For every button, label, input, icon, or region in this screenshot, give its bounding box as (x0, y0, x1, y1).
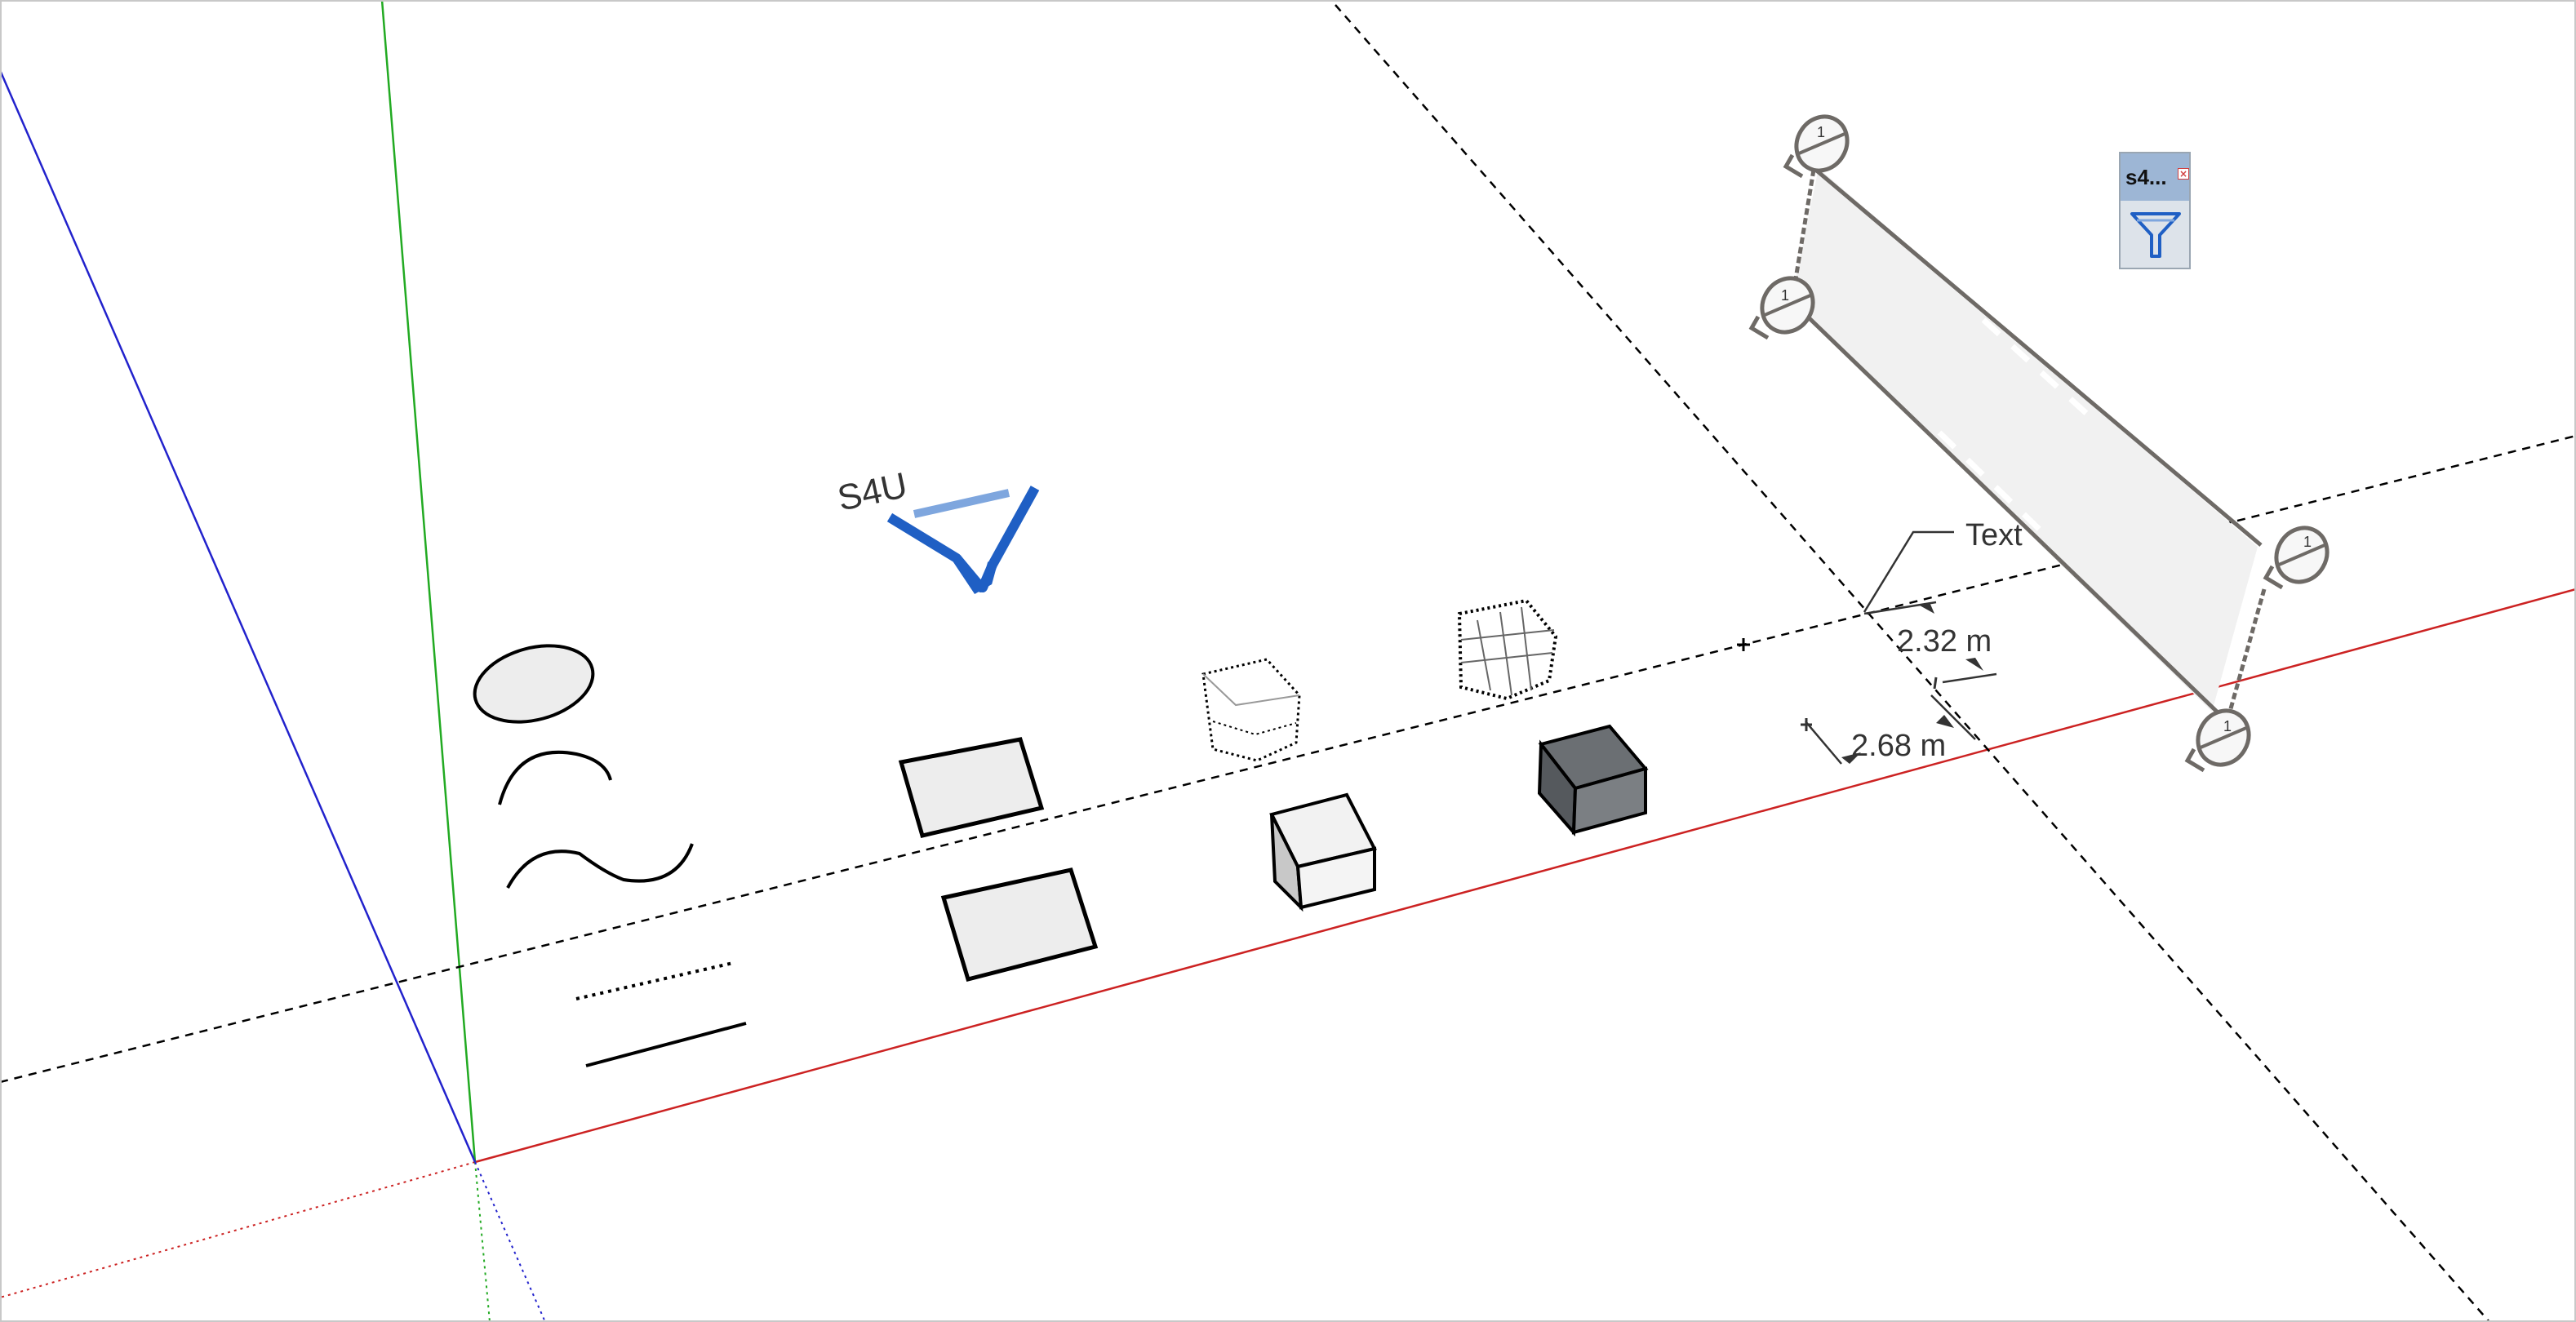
blue-axis-negative (474, 1161, 546, 1322)
hidden-box-1[interactable] (1201, 658, 1301, 762)
svg-text:1: 1 (2223, 718, 2232, 734)
ellipse-shape[interactable] (466, 633, 602, 734)
filter-button[interactable] (2127, 206, 2184, 264)
blue-axis (0, 69, 477, 1163)
section-marker-2[interactable]: 1 (1748, 269, 1823, 342)
rectangle-face-1[interactable] (898, 737, 1045, 838)
red-axis-negative (0, 1161, 476, 1298)
green-axis (380, 0, 477, 1163)
filter-icon (2130, 212, 2181, 258)
svg-text:1: 1 (1781, 287, 1789, 304)
toolbar-title-text: s4... (2125, 165, 2167, 189)
dimension-2-32m[interactable]: 2.32 m (1863, 601, 1997, 690)
s4u-floating-toolbar[interactable]: s4... × (2119, 152, 2191, 269)
red-axis (474, 588, 2576, 1164)
leader-text-label: Text (1965, 518, 2023, 552)
arc-shape[interactable] (498, 750, 612, 805)
guide-line-horizontal[interactable] (0, 434, 2576, 1084)
light-box[interactable] (1269, 792, 1377, 912)
green-axis-negative (474, 1161, 491, 1322)
freehand-curve[interactable] (506, 843, 694, 889)
section-plane[interactable] (1790, 166, 2267, 713)
hidden-box-2[interactable] (1457, 598, 1558, 701)
dotted-line-shape[interactable] (575, 961, 734, 1000)
s4u-logo-text: S4U (834, 465, 911, 519)
guide-line-diagonal[interactable] (1335, 4, 2490, 1322)
solid-line-shape[interactable] (585, 1022, 747, 1067)
s4u-logo[interactable]: S4U (834, 465, 1040, 594)
rectangle-face-2[interactable] (940, 867, 1099, 983)
dimension-label-2: 2.68 m (1851, 729, 1946, 763)
dimension-label-1: 2.32 m (1897, 624, 1992, 659)
close-icon[interactable]: × (2178, 168, 2189, 180)
section-marker-3[interactable]: 1 (2263, 519, 2337, 592)
leader-text[interactable]: Text (1863, 518, 2023, 613)
svg-text:1: 1 (2303, 534, 2312, 550)
section-marker-4[interactable]: 1 (2184, 702, 2258, 774)
section-marker-1[interactable]: 1 (1783, 108, 1857, 180)
dimension-2-68m[interactable]: 2.68 m (1801, 694, 1976, 765)
dark-box[interactable] (1537, 724, 1649, 837)
svg-text:1: 1 (1817, 124, 1825, 140)
